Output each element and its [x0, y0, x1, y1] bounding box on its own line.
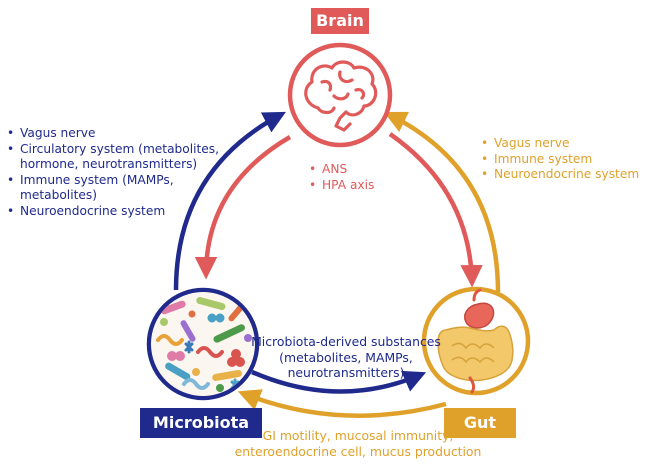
- microbiota-node: [140, 287, 262, 438]
- edge-label-line: Microbiota-derived substances: [251, 334, 441, 349]
- arrow-microbiota-to-gut: [251, 369, 427, 394]
- list-item: Neuroendocrine system: [480, 167, 644, 183]
- microbiota-label-box: [140, 408, 262, 438]
- edge-label-line: neurotransmitters): [287, 365, 405, 380]
- gut-node: [421, 286, 531, 438]
- list-item: Neuroendocrine system: [6, 204, 230, 220]
- brain-icon: [304, 60, 378, 132]
- list-item: Circulatory system (metabolites, hormone…: [6, 142, 230, 173]
- list-item: Immune system (MAMPs, metabolites): [6, 173, 230, 204]
- arrow-brain-to-gut: [388, 132, 483, 288]
- gut-label: Gut: [463, 413, 497, 432]
- brain-label: Brain: [316, 11, 364, 30]
- bacteria-icon: [151, 292, 255, 396]
- brain-node: [287, 8, 393, 148]
- list-item: Vagus nerve: [6, 126, 230, 142]
- list-item: HPA axis: [308, 178, 418, 194]
- microbiota-to-brain-list: Vagus nerve Circulatory system (metaboli…: [6, 126, 230, 219]
- brain-to-gut-list: ANS HPA axis: [308, 162, 418, 193]
- gut-to-brain-list: Vagus nerve Immune system Neuroendocrine…: [480, 136, 644, 183]
- edge-label-line: (metabolites, MAMPs,: [279, 349, 413, 365]
- microbiota-label: Microbiota: [152, 413, 250, 432]
- gut-label-box: [444, 408, 516, 438]
- list-item: ANS: [308, 162, 418, 178]
- edge-label-line: GI motility, mucosal immunity,: [262, 428, 454, 443]
- gut-to-microbiota-label: GI motility, mucosal immunity, enteroend…: [226, 428, 490, 459]
- arrow-gut-to-brain: [383, 111, 501, 293]
- list-item: Vagus nerve: [480, 136, 644, 152]
- edge-label-line: enteroendocrine cell, mucus production: [234, 443, 482, 459]
- brain-label-box: [311, 8, 369, 34]
- microbiota-to-gut-label: Microbiota-derived substances (metabolit…: [248, 334, 444, 381]
- list-item: Immune system: [480, 152, 644, 168]
- arrow-gut-to-microbiota: [237, 389, 447, 418]
- intestine-icon: [437, 288, 514, 394]
